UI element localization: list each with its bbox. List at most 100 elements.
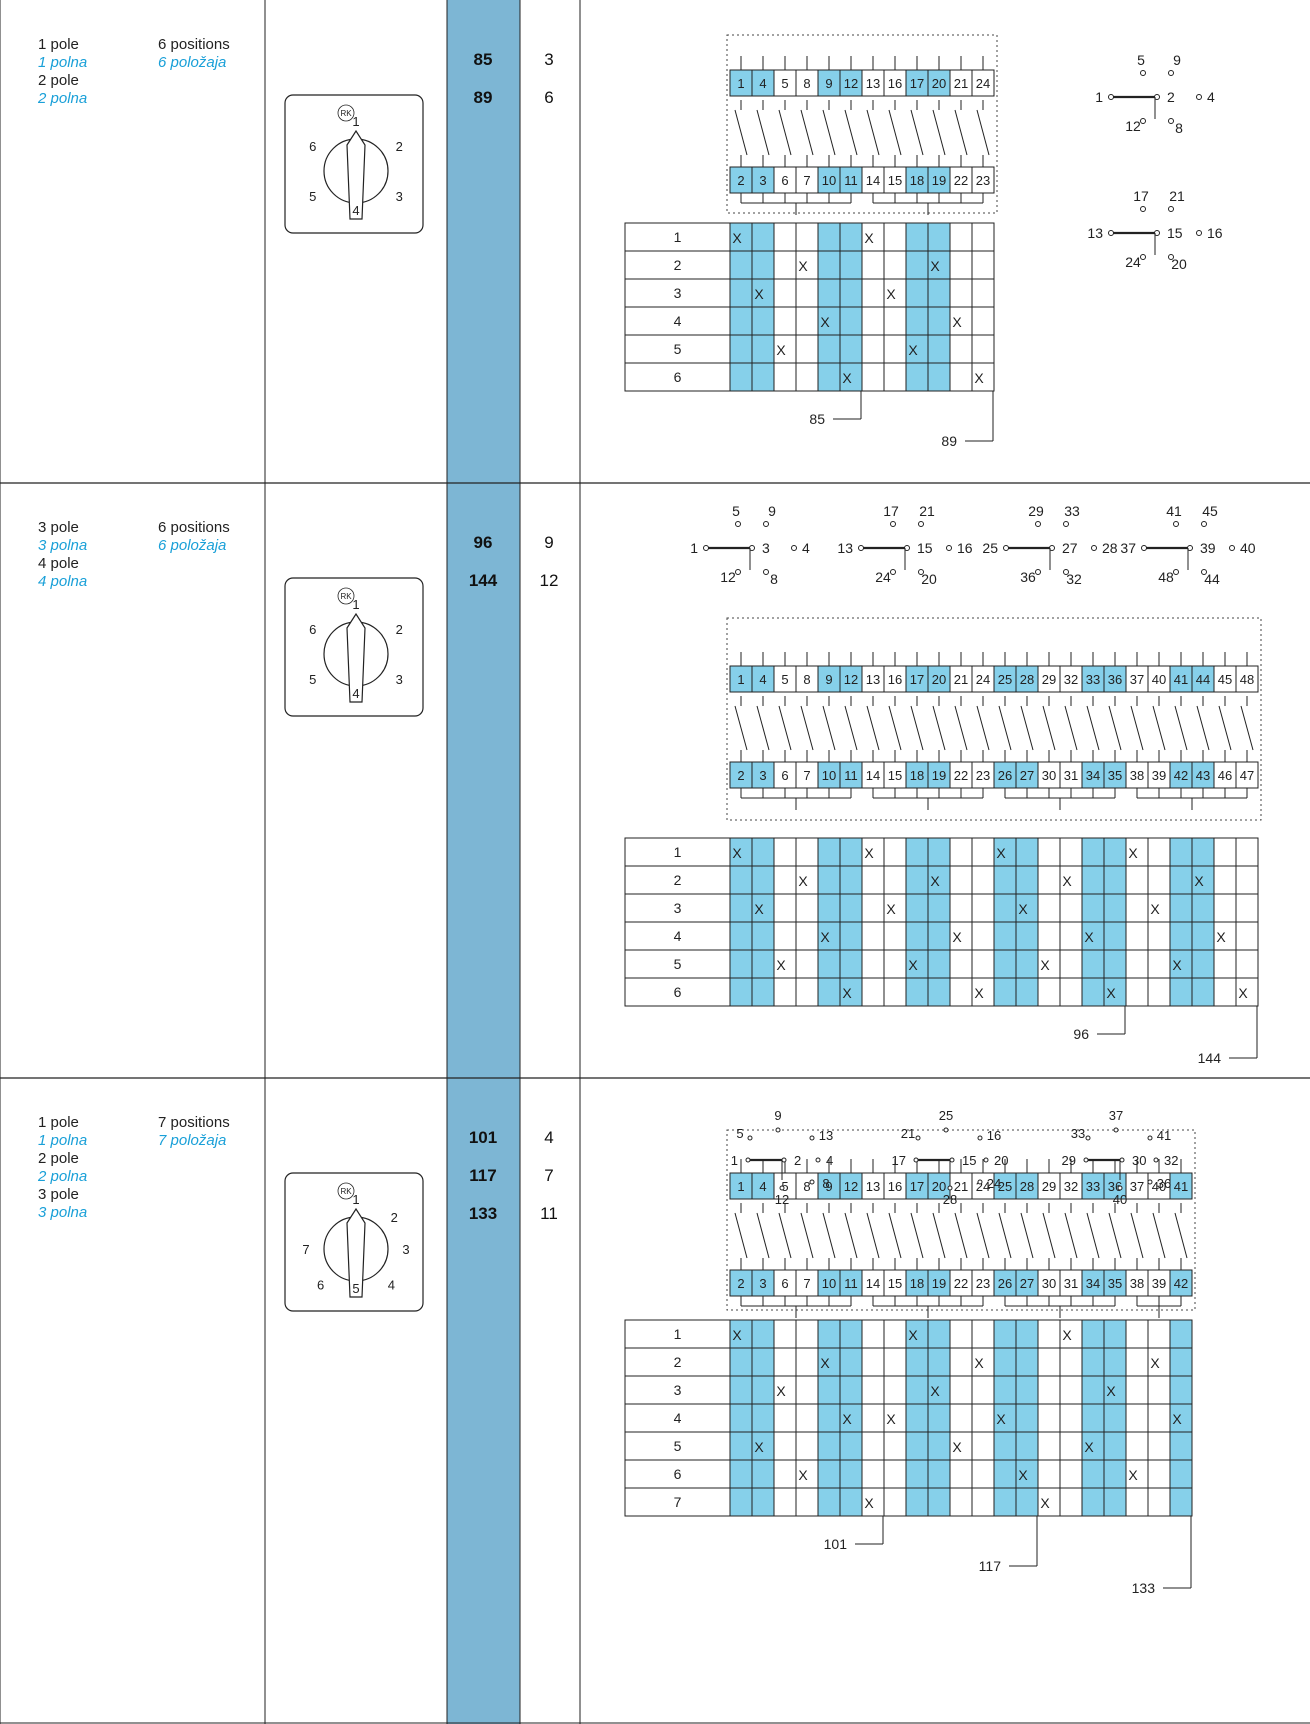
- terminal-number: 10: [822, 768, 836, 783]
- pole-label: 4 pole: [38, 555, 79, 572]
- terminal-dot: [763, 569, 769, 575]
- contact-cell: [905, 837, 929, 867]
- contact-cell: [971, 837, 995, 867]
- terminal-dot: [918, 521, 924, 527]
- contact-cell: [1081, 1403, 1105, 1433]
- contact-cell: [949, 362, 973, 392]
- contact-x: X: [886, 901, 896, 917]
- contact-x: X: [1040, 957, 1050, 973]
- terminal-number: 22: [954, 173, 968, 188]
- star-terminal: 24: [875, 569, 891, 585]
- terminal-number: 17: [910, 672, 924, 687]
- position-number: 3: [674, 900, 682, 916]
- contact-cell: [949, 222, 973, 252]
- contact-cell: [1235, 977, 1259, 1007]
- contact-x: X: [776, 1383, 786, 1399]
- terminal-number: 5: [781, 76, 788, 91]
- terminal-dot: [1035, 521, 1041, 527]
- terminal-number: 4: [759, 76, 766, 91]
- contact-cell: [1191, 837, 1215, 867]
- knob-position-label: 1: [352, 114, 359, 129]
- terminal-number: 6: [781, 173, 788, 188]
- terminal-number: 19: [932, 768, 946, 783]
- wire-line: [734, 109, 748, 156]
- star-terminal: 13: [1087, 225, 1103, 241]
- contact-cell: [993, 1375, 1017, 1405]
- contact-cell: [905, 1375, 929, 1405]
- contact-cell: [905, 222, 929, 252]
- terminal-dot: [1091, 545, 1097, 551]
- knob-position-label: 3: [402, 1242, 409, 1257]
- position-number: 4: [674, 1410, 682, 1426]
- contact-cell: [861, 1403, 885, 1433]
- contact-cell: [927, 1347, 951, 1377]
- star-terminal: 12: [775, 1192, 789, 1207]
- terminal-dot: [890, 521, 896, 527]
- terminal-number: 11: [844, 1276, 858, 1291]
- terminal-dot: [943, 1127, 949, 1133]
- star-terminal: 8: [770, 571, 778, 587]
- contact-cell: [1147, 1487, 1171, 1517]
- star-terminal: 20: [921, 571, 937, 587]
- position-number: 6: [674, 984, 682, 1000]
- contact-x: X: [1018, 1467, 1028, 1483]
- terminal-dot: [1108, 94, 1114, 100]
- pole-label: 3 pole: [38, 519, 79, 536]
- contact-cell: [1125, 977, 1149, 1007]
- wire-line: [756, 705, 770, 751]
- wire-line: [1042, 1212, 1056, 1259]
- contact-cell: [1103, 921, 1127, 951]
- pole-label: 3 polna: [38, 1204, 88, 1221]
- star-terminal: 2: [1167, 89, 1175, 105]
- position-label-cell: [624, 306, 731, 336]
- contact-cell: [751, 1319, 775, 1349]
- contact-cell: [927, 1459, 951, 1489]
- terminal-dot: [735, 569, 741, 575]
- contact-x: X: [754, 901, 764, 917]
- contact-x: X: [930, 258, 940, 274]
- rk-logo-text: RK: [340, 1187, 352, 1196]
- switch-enclosure: [726, 617, 1262, 821]
- contact-cell: [773, 306, 797, 336]
- wire-line: [910, 705, 924, 751]
- contact-cell: [1213, 837, 1237, 867]
- contact-cell: [817, 1431, 841, 1461]
- terminal-number: 38: [1130, 1276, 1144, 1291]
- contact-cell: [1213, 865, 1237, 895]
- contact-cell: [817, 250, 841, 280]
- contact-cell: [883, 1319, 907, 1349]
- contact-x: X: [776, 957, 786, 973]
- contact-cell: [773, 837, 797, 867]
- contact-x: X: [1238, 985, 1248, 1001]
- contact-cell: [817, 949, 841, 979]
- terminal-number: 8: [803, 76, 810, 91]
- contact-cell: [861, 977, 885, 1007]
- knob-position-label: 3: [396, 672, 403, 687]
- star-terminal: 5: [736, 1126, 743, 1141]
- terminal-dot: [1140, 254, 1146, 260]
- contact-x: X: [930, 1383, 940, 1399]
- terminal-number: 12: [844, 76, 858, 91]
- contact-cell: [1147, 1459, 1171, 1489]
- star-terminal: 12: [720, 569, 736, 585]
- terminal-number: 39: [1152, 1276, 1166, 1291]
- contact-cell: [773, 921, 797, 951]
- terminal-number: 34: [1086, 768, 1100, 783]
- terminal-dot: [1140, 206, 1146, 212]
- rk-logo-text: RK: [340, 109, 352, 118]
- contact-cell: [971, 893, 995, 923]
- terminal-number: 44: [1196, 672, 1210, 687]
- knob-position-label: 4: [388, 1277, 395, 1292]
- contact-cell: [1059, 1375, 1083, 1405]
- terminal-dot: [1063, 569, 1069, 575]
- contact-cell: [1235, 837, 1259, 867]
- contact-cell: [1059, 1431, 1083, 1461]
- contact-cell: [1191, 977, 1215, 1007]
- position-number: 5: [674, 341, 682, 357]
- pole-label: 3 polna: [38, 537, 88, 554]
- star-terminal: 8: [1175, 120, 1183, 136]
- terminal-number: 29: [1042, 672, 1056, 687]
- contact-cell: [993, 949, 1017, 979]
- contact-x: X: [996, 1411, 1006, 1427]
